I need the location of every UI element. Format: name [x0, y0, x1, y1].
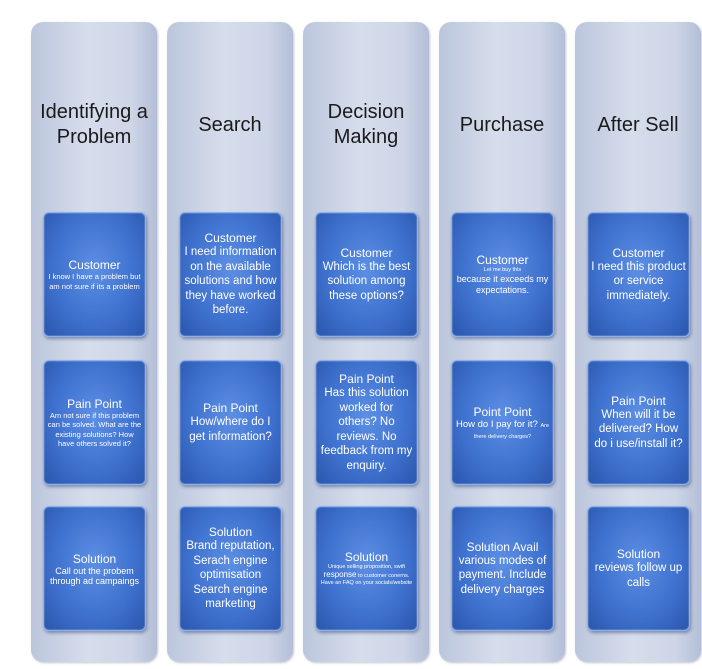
card-text: Brand reputation, Serach engine optimisa… — [186, 540, 275, 611]
customer-card: Customer Which is the best solution amon… — [315, 212, 418, 337]
card-text: I need information on the available solu… — [184, 246, 277, 317]
card-heading: Pain Point — [203, 401, 258, 415]
card-heading: Customer — [68, 258, 121, 272]
column-identifying-a-problem: Identifying a Problem Customer I know I … — [31, 22, 157, 662]
column-title: Search — [198, 113, 262, 136]
solution-card: Solution Brand reputation, Serach engine… — [179, 506, 282, 631]
column-title: After Sell — [597, 113, 679, 136]
pain-point-card: Pain Point Has this solution worked for … — [315, 360, 418, 485]
card-text: Has this solution worked for others? No … — [320, 387, 413, 472]
column-search: Search Customer I need information on th… — [167, 22, 293, 662]
card-heading: Solution — [616, 547, 661, 561]
card-text: Call out the probem through ad campaings — [49, 565, 140, 586]
pain-point-card: Pain Point How/where do I get informatio… — [179, 360, 282, 485]
card-text: Am not sure if this problem can be solve… — [47, 410, 142, 449]
column-after-sell: After Sell Customer I need this product … — [575, 22, 701, 662]
pain-point-card: Pain Point When will it be delivered? Ho… — [587, 360, 690, 485]
solution-card: Solution Avail various modes of payment.… — [451, 506, 554, 631]
card-heading: Customer — [612, 245, 665, 260]
card-heading: Customer — [340, 245, 393, 260]
card-text-emphasis: response — [323, 570, 357, 579]
customer-card: Customer I know I have a problem but am … — [43, 212, 146, 337]
card-heading: Solution — [72, 551, 117, 566]
card-text: various modes of payment. Include delive… — [458, 554, 547, 596]
customer-card: Customer Let me buy this because it exce… — [451, 212, 554, 337]
card-text: Which is the best solution among these o… — [322, 260, 411, 302]
card-text: reviews follow up calls — [594, 562, 683, 589]
card-text: because it exceeds my expectations. — [456, 273, 549, 296]
card-heading: Pain Point — [67, 396, 122, 411]
card-text-small: Let me buy this — [483, 266, 522, 273]
card-heading: Solution Avail — [466, 539, 539, 554]
column-purchase: Purchase Customer Let me buy this becaus… — [439, 22, 565, 662]
solution-card: Solution Call out the probem through ad … — [43, 506, 146, 631]
card-text-part: to customer conerns. Have an FAQ on your… — [320, 573, 413, 586]
pain-point-card: Point Point How do I pay for it? Are the… — [451, 360, 554, 485]
card-heading: Customer — [204, 231, 257, 246]
card-text: How/where do I get information? — [189, 416, 272, 443]
card-text: When will it be delivered? How do i use/… — [594, 408, 683, 450]
card-text: How do I pay for it? Are there delivery … — [455, 419, 550, 441]
column-decision-making: Decision Making Customer Which is the be… — [303, 22, 429, 662]
solution-card: Solution reviews follow up calls — [587, 506, 690, 631]
customer-card: Customer I need this product or service … — [587, 212, 690, 337]
card-text-small: Are there delivery charges? — [473, 422, 550, 440]
card-heading: Pain Point — [611, 393, 666, 408]
card-heading: Pain Point — [339, 372, 394, 386]
card-text-part: Unique selling proposition, swift — [327, 564, 406, 570]
card-heading: Solution — [344, 550, 389, 564]
card-text-part: How do I pay for — [455, 418, 526, 430]
card-text: I need this product or service immediate… — [591, 260, 686, 302]
customer-card: Customer I need information on the avail… — [179, 212, 282, 337]
column-title: Decision Making — [327, 101, 405, 148]
card-heading: Solution — [208, 525, 253, 540]
card-text: I know I have a problem but am not sure … — [48, 272, 141, 291]
card-text-part: it? — [527, 418, 538, 430]
column-title: Identifying a Problem — [40, 101, 148, 148]
card-heading: Customer — [476, 252, 529, 267]
card-text: Unique selling proposition, swift respon… — [319, 564, 414, 587]
card-heading: Point Point — [473, 404, 532, 419]
pain-point-card: Pain Point Am not sure if this problem c… — [43, 360, 146, 485]
column-title: Purchase — [459, 113, 545, 136]
solution-card: Solution Unique selling proposition, swi… — [315, 506, 418, 631]
